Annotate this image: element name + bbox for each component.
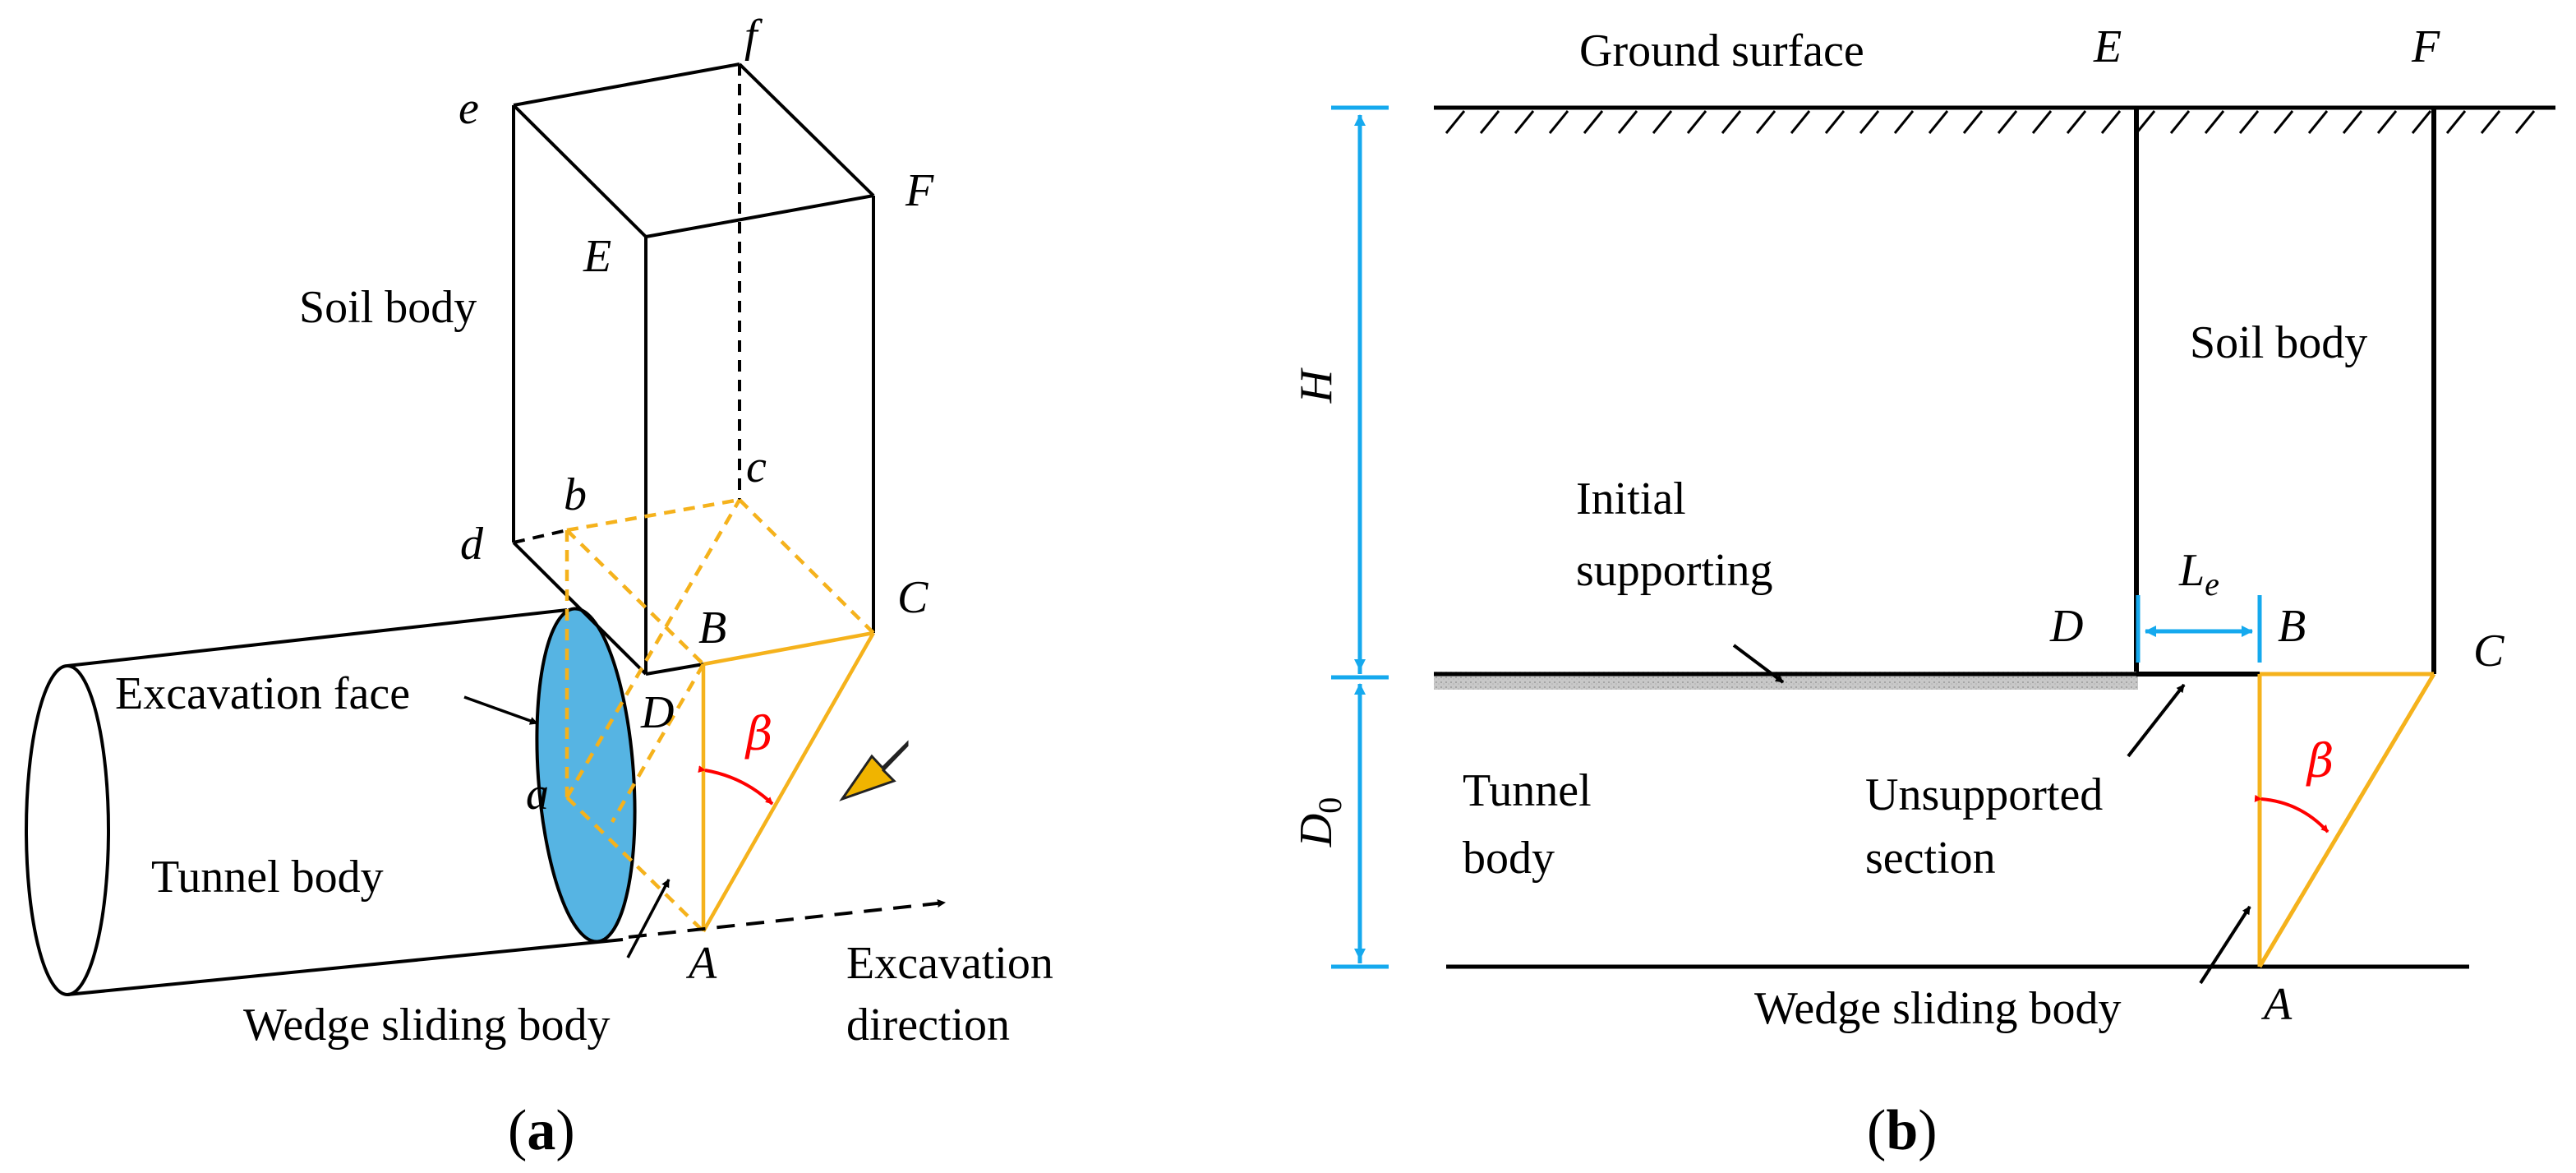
ground-hatch-tick — [1790, 110, 1811, 134]
beta-label-a: β — [744, 708, 772, 761]
ground-hatch-tick — [2238, 110, 2260, 134]
beta-arc-a — [698, 765, 774, 806]
panel-b: Ground surface E F Soil body Initial sup… — [1291, 21, 2555, 1162]
ground-hatch-tick — [2445, 110, 2467, 134]
excavation-direction-label-2: direction — [846, 1000, 1010, 1051]
ground-hatch-tick — [2273, 110, 2294, 134]
excavation-face-ellipse — [535, 607, 637, 944]
supporting-pointer-arrow — [1732, 644, 1785, 684]
ground-hatch-tick — [2480, 110, 2501, 134]
point-a-label: a — [526, 769, 549, 820]
ground-hatch-tick — [1479, 110, 1500, 134]
ground-hatch-tick — [1548, 110, 1569, 134]
point-B-label: B — [698, 603, 726, 653]
tunnel-cylinder — [25, 608, 624, 996]
excavation-direction-arrow — [628, 899, 946, 939]
ground-hatch-tick — [2066, 110, 2087, 134]
beta-arc-b — [2254, 794, 2329, 834]
ground-hatch-tick — [2376, 110, 2398, 134]
wedge-hidden-edges — [565, 497, 875, 933]
wedge-pointer-arrow — [626, 879, 670, 958]
ground-hatch-tick — [2307, 110, 2329, 134]
ground-hatch-tick — [1514, 110, 1535, 134]
excavation-direction-label-1: Excavation — [846, 938, 1053, 989]
dimension-H — [1331, 105, 1389, 969]
ground-hatch-tick — [2135, 110, 2156, 134]
point-A-label: A — [685, 938, 717, 989]
point-E-label-b: E — [2093, 21, 2122, 72]
ground-hatch-tick — [1445, 110, 1466, 134]
soil-body-hidden-edges — [513, 64, 741, 544]
ground-hatch-tick — [2342, 110, 2363, 134]
beta-label-b: β — [2306, 735, 2334, 788]
point-F-label: F — [905, 165, 934, 216]
ground-hatch-tick — [1755, 110, 1776, 134]
tunnel-top-edge — [67, 608, 568, 667]
dimension-D0-label: D0 — [1291, 797, 1348, 847]
unsupported-section-label-2: section — [1865, 833, 1996, 884]
panel-a: e f E F Soil body b c d B C D a A Excava… — [25, 11, 1053, 1162]
tunnel-body-label-b2: body — [1463, 833, 1555, 884]
wedge-pointer-arrow-b — [2199, 905, 2251, 985]
tunnel-end-ellipse — [25, 664, 110, 996]
unsupported-pointer-arrow — [2127, 683, 2186, 758]
wedge-sliding-body-label-a: Wedge sliding body — [243, 1000, 611, 1051]
ground-hatch-tick — [2204, 110, 2225, 134]
soil-body-prism — [512, 62, 875, 676]
ground-hatch-tick — [1721, 110, 1742, 134]
ground-hatch-tick — [1824, 110, 1846, 134]
ground-hatch-tick — [1617, 110, 1638, 134]
ground-hatch-tick — [1962, 110, 1984, 134]
ground-hatch-tick — [1893, 110, 1915, 134]
initial-supporting-label-1: Initial — [1576, 473, 1686, 524]
ground-hatch-tick — [1686, 110, 1707, 134]
ground-hatch-tick — [2411, 110, 2432, 134]
wedge-solid-edges — [701, 630, 875, 933]
point-d-label: d — [460, 519, 484, 570]
ground-hatch-tick — [2514, 110, 2536, 134]
point-E-label: E — [583, 231, 611, 282]
point-A-label-b: A — [2260, 979, 2293, 1030]
tunnel-bottom-edge — [67, 938, 624, 996]
tunnel-body-label-b1: Tunnel — [1463, 765, 1592, 816]
excavation-face-label: Excavation face — [115, 668, 410, 719]
point-F-label-b: F — [2411, 21, 2440, 72]
wedge-triangle-b — [2257, 672, 2436, 968]
point-C-label: C — [897, 572, 929, 623]
ground-hatch-tick — [2100, 110, 2122, 134]
ground-hatch-tick — [1928, 110, 1949, 134]
point-c-label: c — [746, 441, 767, 492]
point-C-label-b: C — [2473, 626, 2505, 677]
point-D-label: D — [640, 687, 674, 738]
point-f-label: f — [744, 11, 763, 62]
tunnel-body-label-a: Tunnel body — [151, 852, 384, 903]
soil-body-label-a: Soil body — [299, 282, 477, 333]
soil-body-label-b: Soil body — [2190, 317, 2367, 368]
sliding-direction-arrow — [839, 740, 909, 801]
ground-hatch-tick — [1997, 110, 2018, 134]
caption-b: (b) — [1867, 1099, 1938, 1162]
caption-a: (a) — [508, 1099, 575, 1162]
dimension-Le — [2136, 595, 2262, 663]
ground-surface-label: Ground surface — [1579, 25, 1864, 76]
point-e-label: e — [459, 83, 479, 134]
ground-hatch-tick — [1859, 110, 1880, 134]
dimension-H-label: H — [1291, 367, 1342, 404]
initial-supporting-label-2: supporting — [1576, 545, 1773, 596]
ground-hatch-tick — [1583, 110, 1604, 134]
point-B-label-b: B — [2278, 601, 2306, 652]
ground-hatch-tick — [2031, 110, 2053, 134]
point-b-label: b — [564, 469, 587, 520]
ground-hatch-tick — [2169, 110, 2191, 134]
dimension-Le-label: Le — [2178, 545, 2219, 603]
point-D-label-b: D — [2049, 601, 2083, 652]
unsupported-section-label-1: Unsupported — [1865, 769, 2103, 820]
face-pointer-arrow — [463, 695, 538, 725]
ground-hatching — [1445, 110, 2536, 134]
wedge-sliding-body-label-b: Wedge sliding body — [1754, 983, 2122, 1034]
ground-hatch-tick — [1652, 110, 1673, 134]
